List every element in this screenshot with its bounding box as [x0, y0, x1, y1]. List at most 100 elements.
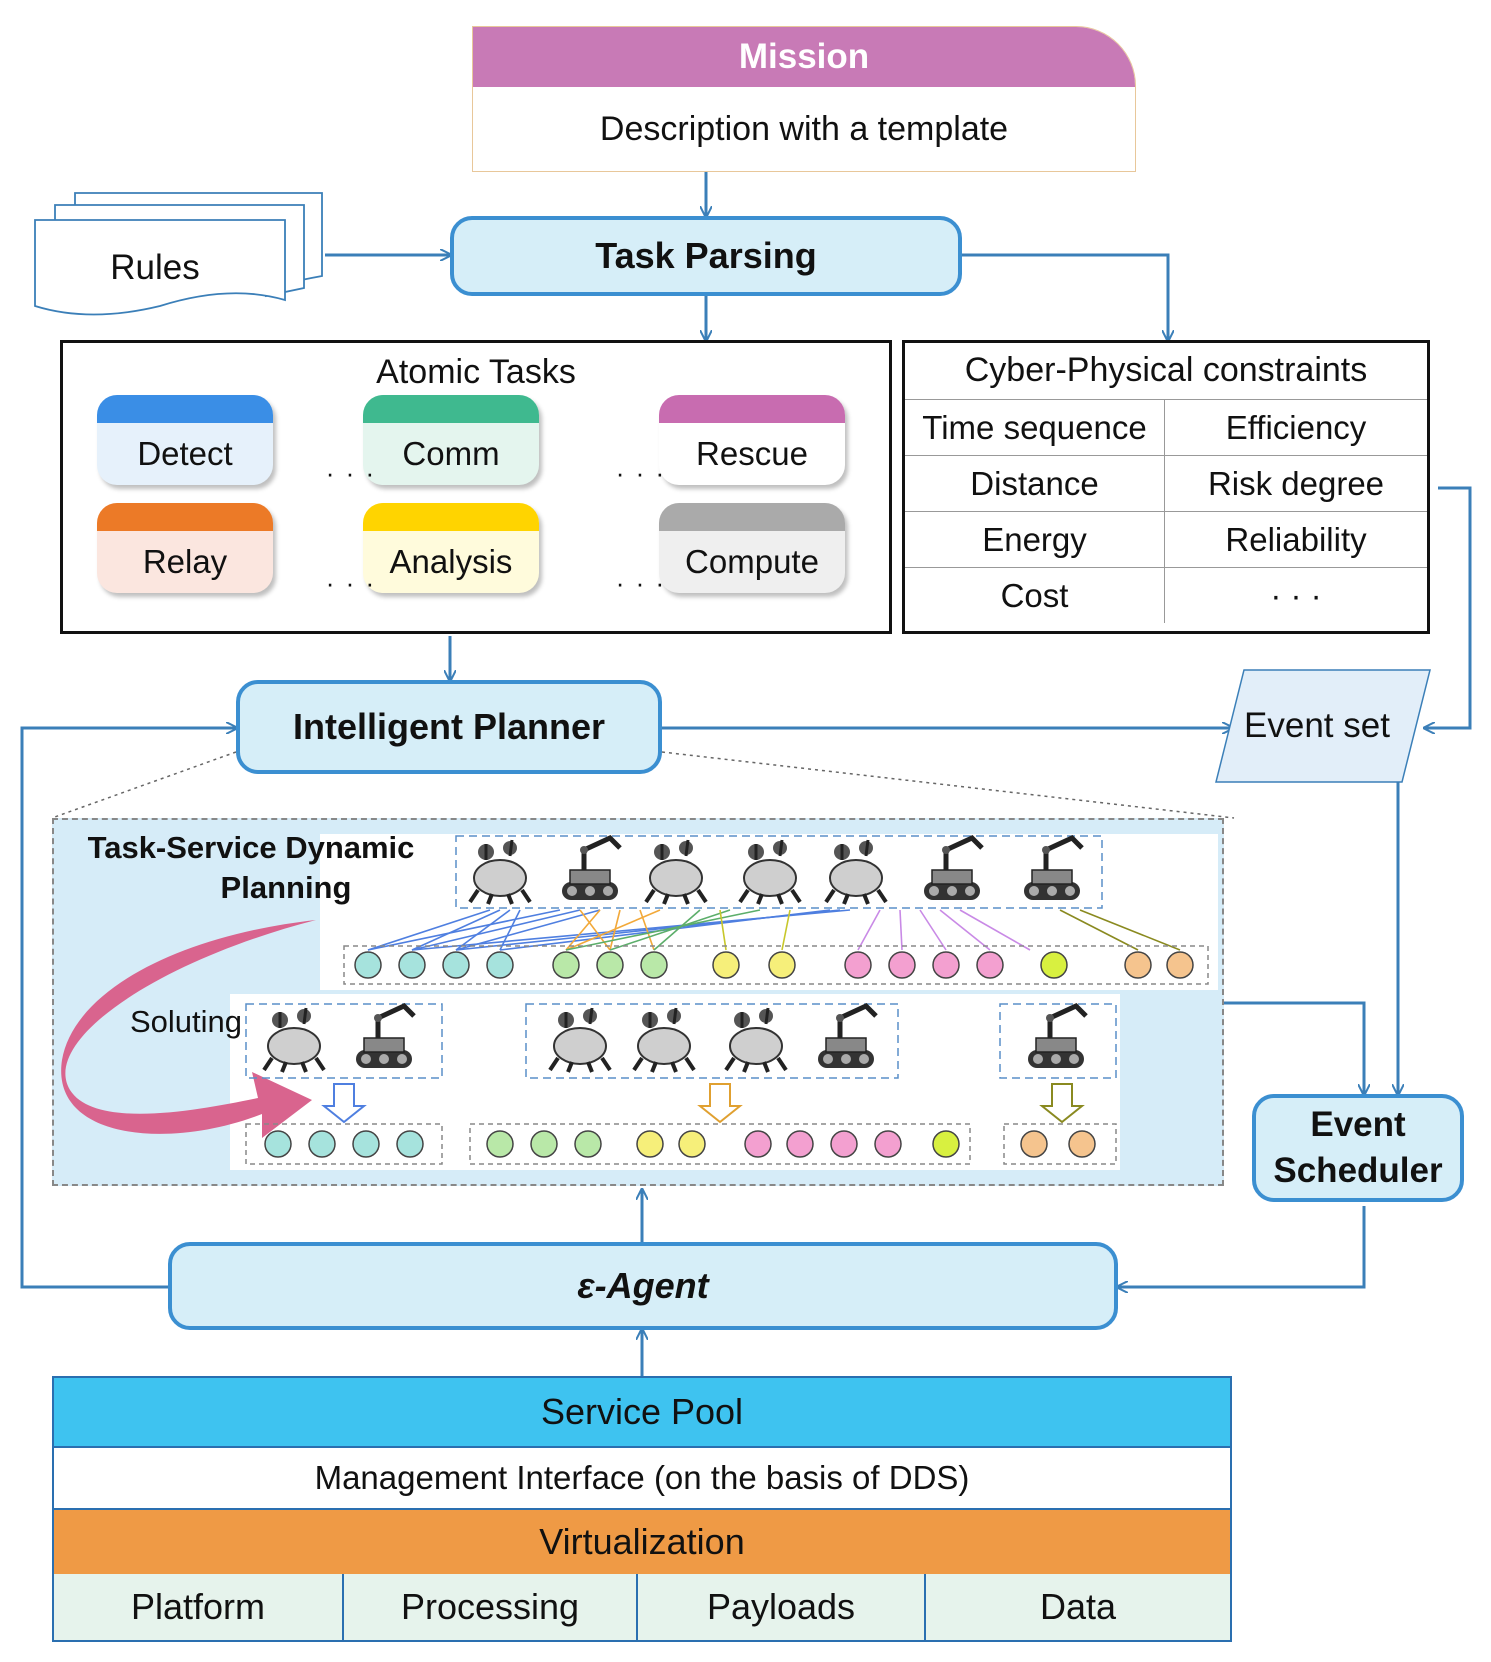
- event-scheduler-line1: Event: [1310, 1105, 1406, 1144]
- arrow-planning-to-scheduler: [1222, 1001, 1364, 1094]
- cp-constraint-cell: Cost: [905, 567, 1165, 623]
- event-scheduler-box: Event Scheduler: [1252, 1094, 1464, 1202]
- mapping-line: [499, 909, 521, 951]
- resource-data: Data: [926, 1574, 1230, 1640]
- mapping-line: [367, 909, 561, 951]
- task-node: [486, 951, 514, 979]
- task-parsing-box: Task Parsing: [450, 216, 962, 296]
- task-node: [442, 951, 470, 979]
- cp-constraint-cell: Risk degree: [1165, 455, 1427, 511]
- mapping-line: [919, 909, 947, 951]
- planning-title-line1: Task-Service Dynamic: [87, 830, 415, 865]
- mapping-line: [959, 909, 1031, 951]
- arrow-parsing-to-constraints: [962, 253, 1168, 340]
- atomic-task-detect: Detect: [97, 395, 273, 485]
- legged-robot-icon: [548, 1007, 612, 1073]
- task-node: [486, 1130, 514, 1158]
- epsilon-agent-box: ε-Agent: [168, 1242, 1118, 1330]
- atomic-task-color-bar: [97, 503, 273, 531]
- arrow-scheduler-to-agent: [1118, 1206, 1366, 1287]
- resource-processing: Processing: [344, 1574, 638, 1640]
- task-node-row-bottom: [1003, 1123, 1117, 1165]
- task-node: [678, 1130, 706, 1158]
- planning-title-line2: Planning: [220, 870, 352, 905]
- cp-constraint-cell: Reliability: [1165, 511, 1427, 567]
- atomic-task-label: Comm: [402, 435, 500, 472]
- task-node: [530, 1130, 558, 1158]
- atomic-task-color-bar: [363, 503, 539, 531]
- intelligent-planner-box: Intelligent Planner: [236, 680, 662, 774]
- mapping-line: [367, 909, 491, 951]
- atomic-task-color-bar: [97, 395, 273, 423]
- task-node: [976, 951, 1004, 979]
- ellipsis-1: · · ·: [325, 457, 377, 488]
- down-arrow-icon: [1039, 1083, 1085, 1124]
- tracked-robot-icon: [924, 834, 984, 900]
- tracked-robot-icon: [818, 1002, 878, 1068]
- robots-bottom-group: [245, 1003, 443, 1079]
- task-node: [712, 951, 740, 979]
- atomic-task-comm: Comm: [363, 395, 539, 485]
- cp-constraints-box: Cyber-Physical constraints Time sequence…: [902, 340, 1430, 634]
- mapping-line: [719, 909, 727, 951]
- mapping-line: [411, 909, 851, 951]
- task-node: [398, 951, 426, 979]
- task-node: [352, 1130, 380, 1158]
- mapping-line: [899, 909, 903, 951]
- arrow-agent-to-planner: [20, 728, 236, 1289]
- task-node: [574, 1130, 602, 1158]
- task-node: [640, 951, 668, 979]
- mapping-line: [939, 909, 991, 951]
- cp-constraint-cell: Efficiency: [1165, 399, 1427, 455]
- task-node: [1020, 1130, 1048, 1158]
- atomic-task-color-bar: [659, 503, 845, 531]
- legged-robot-icon: [824, 839, 888, 905]
- task-node: [1068, 1130, 1096, 1158]
- rules-label: Rules: [110, 248, 200, 287]
- resource-payloads: Payloads: [638, 1574, 926, 1640]
- mapping-line: [857, 909, 881, 951]
- task-node: [830, 1130, 858, 1158]
- mapping-line: [411, 909, 581, 951]
- event-set-label: Event set: [1244, 706, 1390, 745]
- planning-title: Task-Service Dynamic Planning: [76, 828, 426, 908]
- mission-box: Mission Description with a template: [472, 26, 1136, 172]
- cp-constraints-title: Cyber-Physical constraints: [964, 350, 1368, 389]
- atomic-task-rescue: Rescue: [659, 395, 845, 485]
- mapping-line: [653, 909, 701, 951]
- service-pool-layer: Service Pool: [54, 1378, 1230, 1446]
- mapping-line: [411, 909, 501, 951]
- service-stack: Service Pool Management Interface (on th…: [52, 1376, 1232, 1642]
- atomic-task-label: Relay: [142, 543, 228, 580]
- cp-constraint-cell: Time sequence: [905, 399, 1165, 455]
- tracked-robot-icon: [1024, 834, 1084, 900]
- atomic-task-label: Compute: [685, 543, 819, 580]
- robots-bottom-group: [525, 1003, 899, 1079]
- task-node: [932, 1130, 960, 1158]
- cp-constraint-cell: Distance: [905, 455, 1165, 511]
- robots-bottom-group: [999, 1003, 1117, 1079]
- task-node: [354, 951, 382, 979]
- task-node: [744, 1130, 772, 1158]
- atomic-task-relay: Relay: [97, 503, 273, 593]
- tracked-robot-icon: [1028, 1002, 1088, 1068]
- legged-robot-icon: [468, 839, 532, 905]
- event-scheduler-line2: Scheduler: [1273, 1151, 1443, 1190]
- atomic-tasks-title: Atomic Tasks: [376, 352, 576, 391]
- task-node: [844, 951, 872, 979]
- tracked-robot-icon: [356, 1002, 416, 1068]
- mission-description: Description with a template: [599, 109, 1009, 148]
- mapping-line: [565, 909, 761, 951]
- atomic-task-color-bar: [363, 395, 539, 423]
- legged-robot-icon: [644, 839, 708, 905]
- ellipsis-2: · · ·: [615, 457, 667, 488]
- tracked-robot-icon: [562, 834, 622, 900]
- atomic-task-label: Rescue: [696, 435, 808, 472]
- mapping-line: [609, 909, 731, 951]
- task-node: [1124, 951, 1152, 979]
- ellipsis-3: · · ·: [325, 567, 377, 598]
- legged-robot-icon: [262, 1007, 326, 1073]
- task-node: [1166, 951, 1194, 979]
